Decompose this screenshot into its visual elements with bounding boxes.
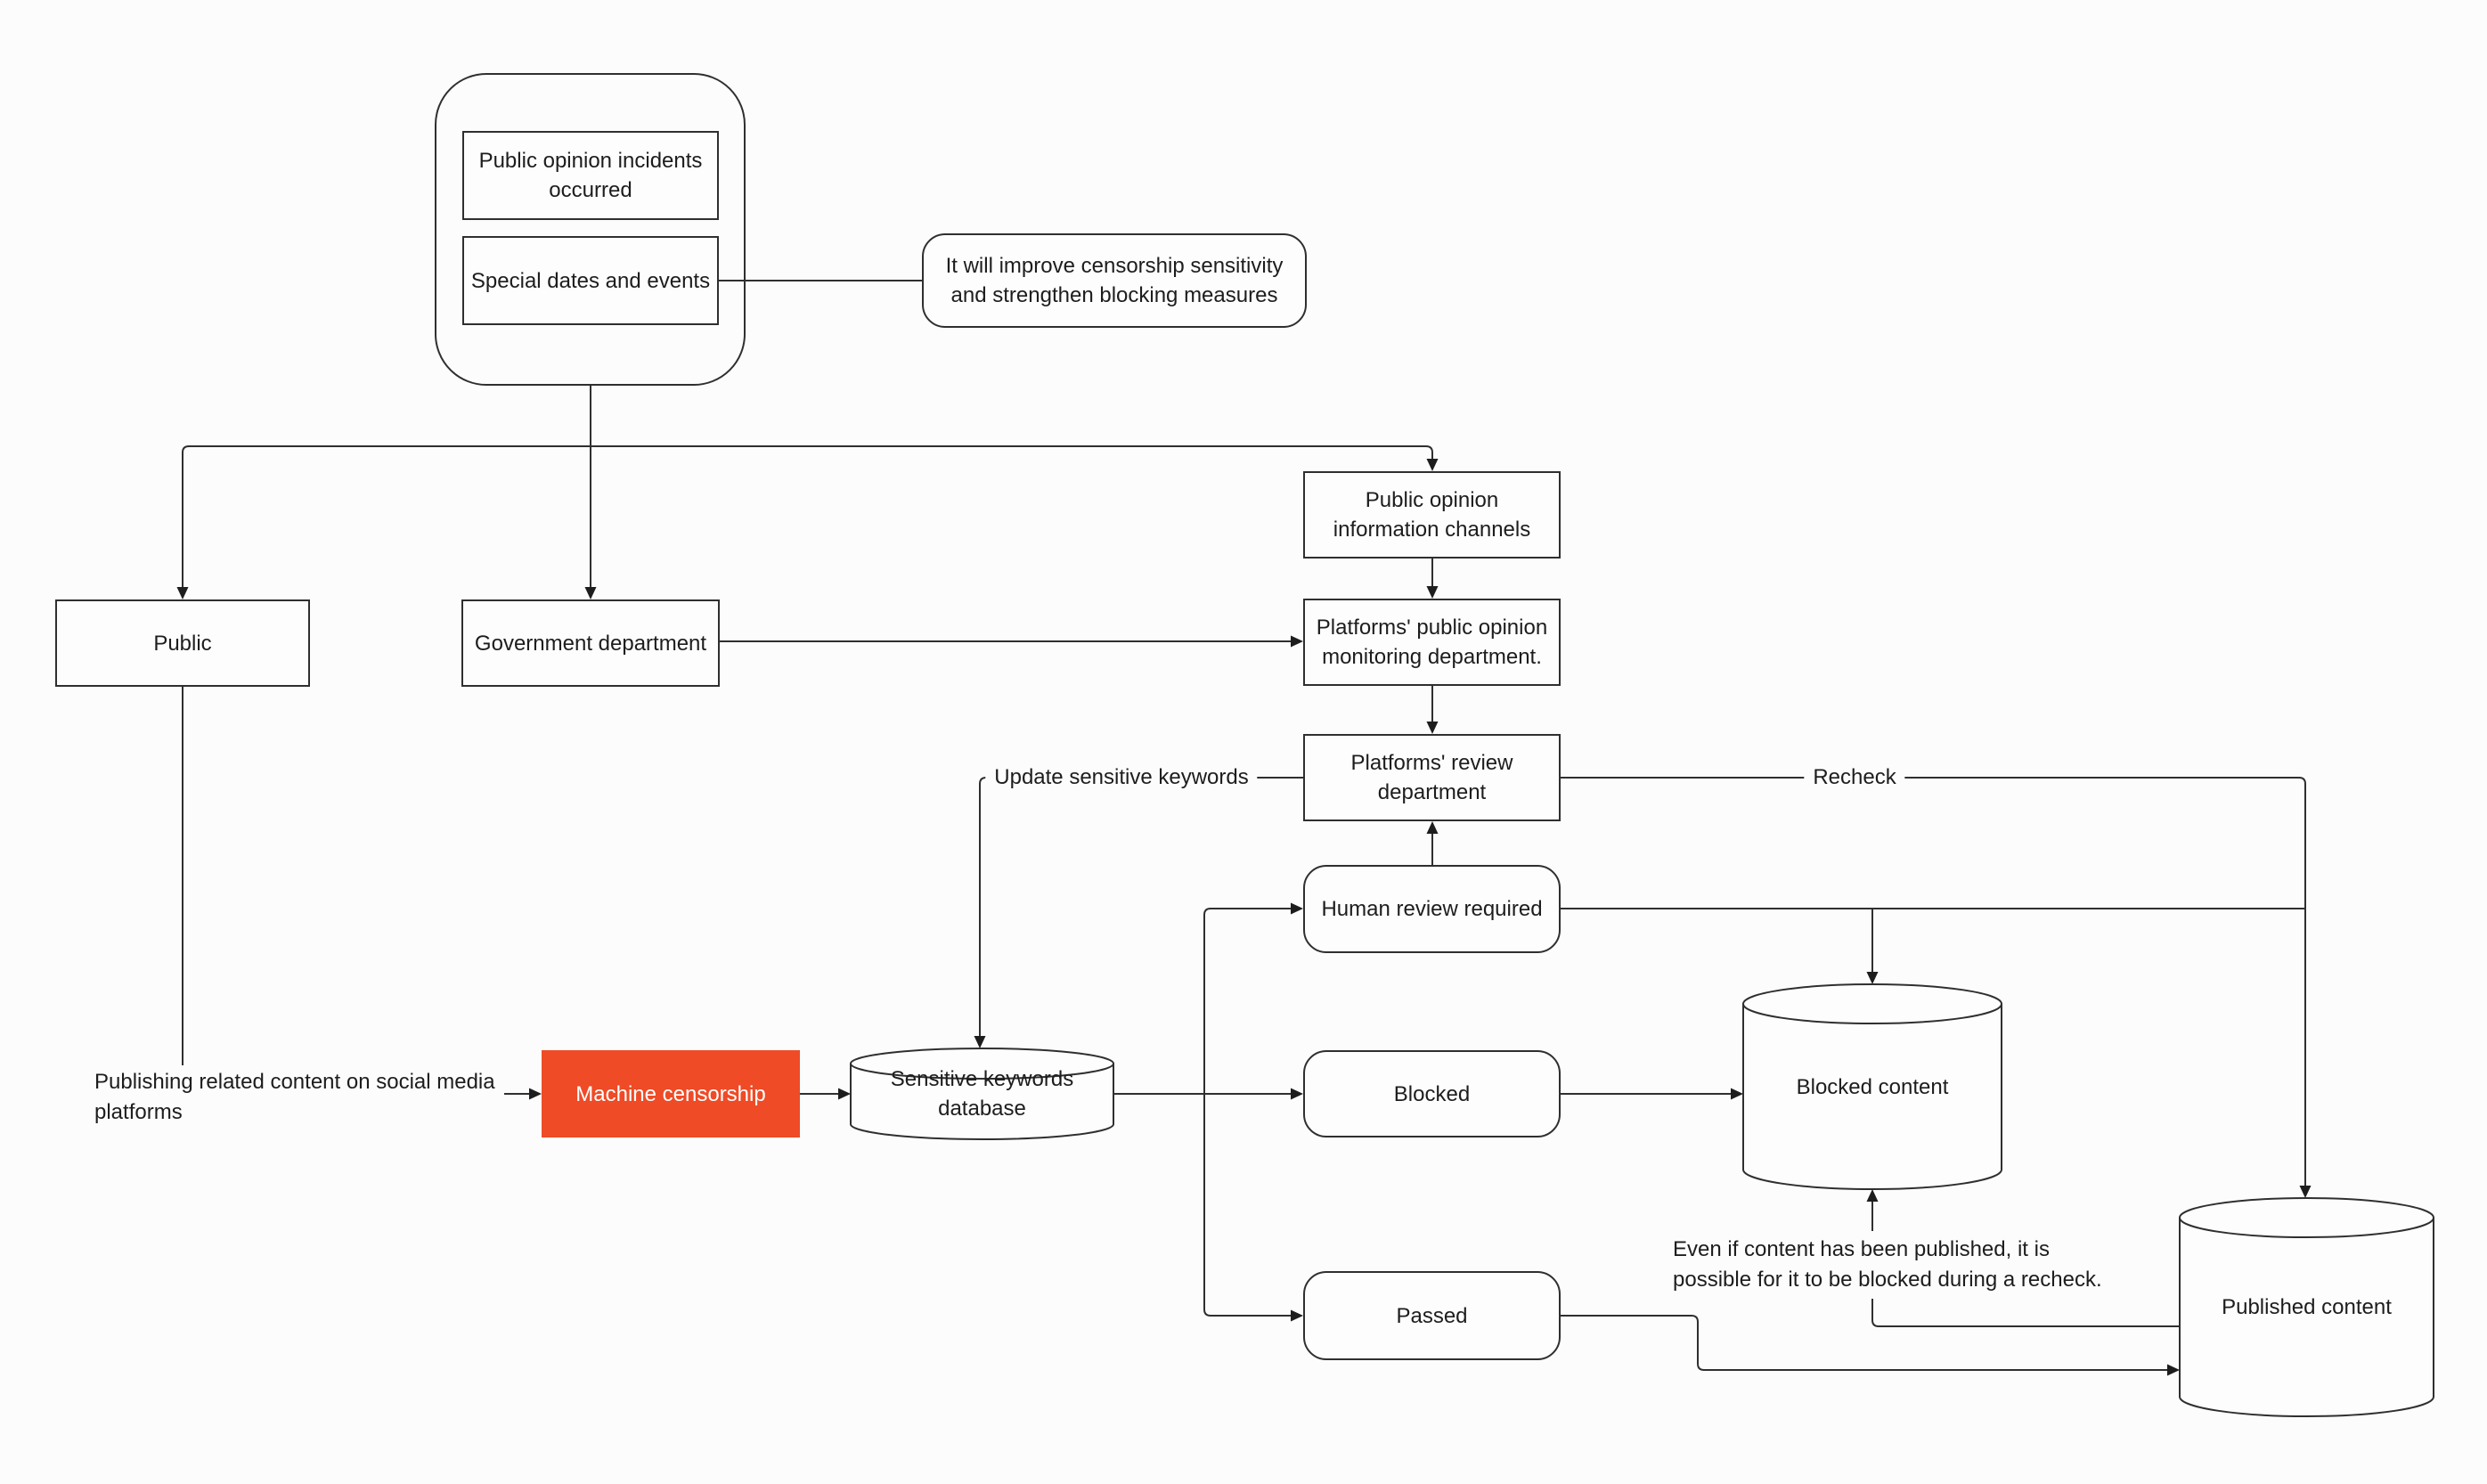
label-sensitive-keywords-database: Sensitive keywords database	[890, 1067, 1074, 1121]
node-public-opinion-channels: Public opinion information channels	[1303, 471, 1561, 559]
node-passed: Passed	[1303, 1271, 1561, 1360]
edge-review-recheck-published	[1561, 777, 2306, 1186]
node-public: Public	[55, 599, 310, 687]
edge-label-recheck: Recheck	[1804, 765, 1905, 790]
cylinder-sensitive-keywords-database	[850, 1048, 1114, 1140]
edges	[182, 280, 2306, 1371]
node-government-department: Government department	[461, 599, 720, 687]
node-machine-censorship: Machine censorship	[542, 1050, 800, 1137]
cylinder-published-content	[2179, 1197, 2434, 1417]
edge-published-note	[1871, 1299, 2180, 1327]
edge-review-updatekeywords-db	[979, 777, 1303, 1036]
node-special-dates: Special dates and events	[462, 236, 719, 325]
label-blocked-content: Blocked content	[1796, 1074, 1949, 1099]
incident-group-frame	[435, 73, 746, 386]
node-improve-censorship-note: It will improve censorship sensitivity a…	[922, 233, 1307, 328]
arrowheads	[176, 459, 2312, 1376]
node-review-department: Platforms' review department	[1303, 734, 1561, 821]
label-published-content: Published content	[2222, 1295, 2392, 1319]
edge-db-passed	[1203, 1094, 1291, 1317]
node-public-opinion-incidents: Public opinion incidents occurred	[462, 131, 719, 220]
annotation-recheck-note: Even if content has been published, it i…	[1673, 1235, 2136, 1295]
node-monitoring-department: Platforms' public opinion monitoring dep…	[1303, 599, 1561, 686]
node-human-review-required: Human review required	[1303, 865, 1561, 953]
annotation-publishing-content: Publishing related content on social med…	[94, 1067, 504, 1128]
node-blocked: Blocked	[1303, 1050, 1561, 1137]
edge-db-humanreview	[1203, 908, 1291, 1094]
edge-passed-published	[1561, 1315, 2167, 1371]
edge-container-branch	[182, 445, 1433, 587]
edge-label-update-sensitive-keywords: Update sensitive keywords	[985, 765, 1258, 790]
